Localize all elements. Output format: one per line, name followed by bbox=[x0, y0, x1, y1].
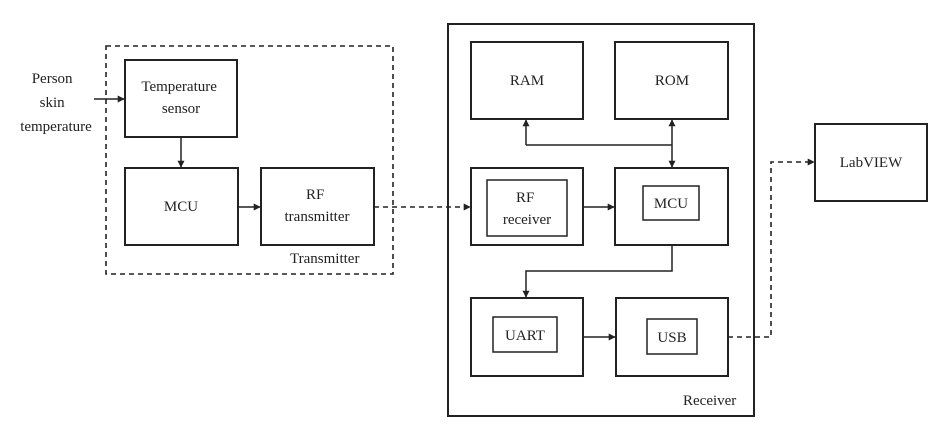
uart-label: UART bbox=[505, 328, 545, 344]
temperature-sensor-label: Temperature sensor bbox=[141, 79, 220, 117]
usb-inner bbox=[646, 318, 698, 355]
temperature-sensor-block bbox=[124, 59, 238, 138]
rf-transmitter-line-1: RF bbox=[306, 187, 324, 203]
rf-receiver-line-2: receiver bbox=[503, 212, 551, 228]
rf-receiver-inner bbox=[486, 179, 568, 237]
transmitter-mcu-block bbox=[124, 167, 239, 246]
usb-to-labview-arrow bbox=[728, 158, 815, 338]
rf-transmitter-block bbox=[260, 167, 375, 246]
rf-transmitter-label: RF transmitter bbox=[285, 187, 350, 225]
uart-inner bbox=[492, 316, 558, 353]
input-label-line-3: temperature bbox=[20, 119, 92, 135]
transmitter-group-label: Transmitter bbox=[290, 251, 359, 267]
transmitter-group bbox=[105, 45, 394, 275]
labview-block bbox=[814, 123, 928, 202]
rf-transmitter-line-2: transmitter bbox=[285, 209, 350, 225]
input-label-line-2: skin bbox=[40, 95, 66, 111]
input-label: Person skin temperature bbox=[20, 71, 92, 135]
transmitter-mcu-label: MCU bbox=[164, 199, 198, 215]
ram-block bbox=[470, 41, 584, 120]
temperature-sensor-line-2: sensor bbox=[162, 101, 200, 117]
rf-receiver-line-1: RF bbox=[516, 190, 534, 206]
mcu-to-uart-arrow bbox=[522, 245, 673, 298]
rf-receiver-label: RF receiver bbox=[503, 190, 551, 228]
rom-block bbox=[614, 41, 729, 120]
ram-label: RAM bbox=[510, 73, 544, 89]
receiver-mcu-label: MCU bbox=[654, 196, 688, 212]
input-label-line-1: Person bbox=[32, 71, 73, 87]
labview-label: LabVIEW bbox=[840, 155, 903, 171]
receiver-mcu-inner bbox=[642, 185, 700, 221]
rom-label: ROM bbox=[655, 73, 689, 89]
temperature-sensor-line-1: Temperature bbox=[141, 79, 217, 95]
receiver-group-label: Receiver bbox=[683, 393, 736, 409]
usb-label: USB bbox=[657, 330, 686, 346]
